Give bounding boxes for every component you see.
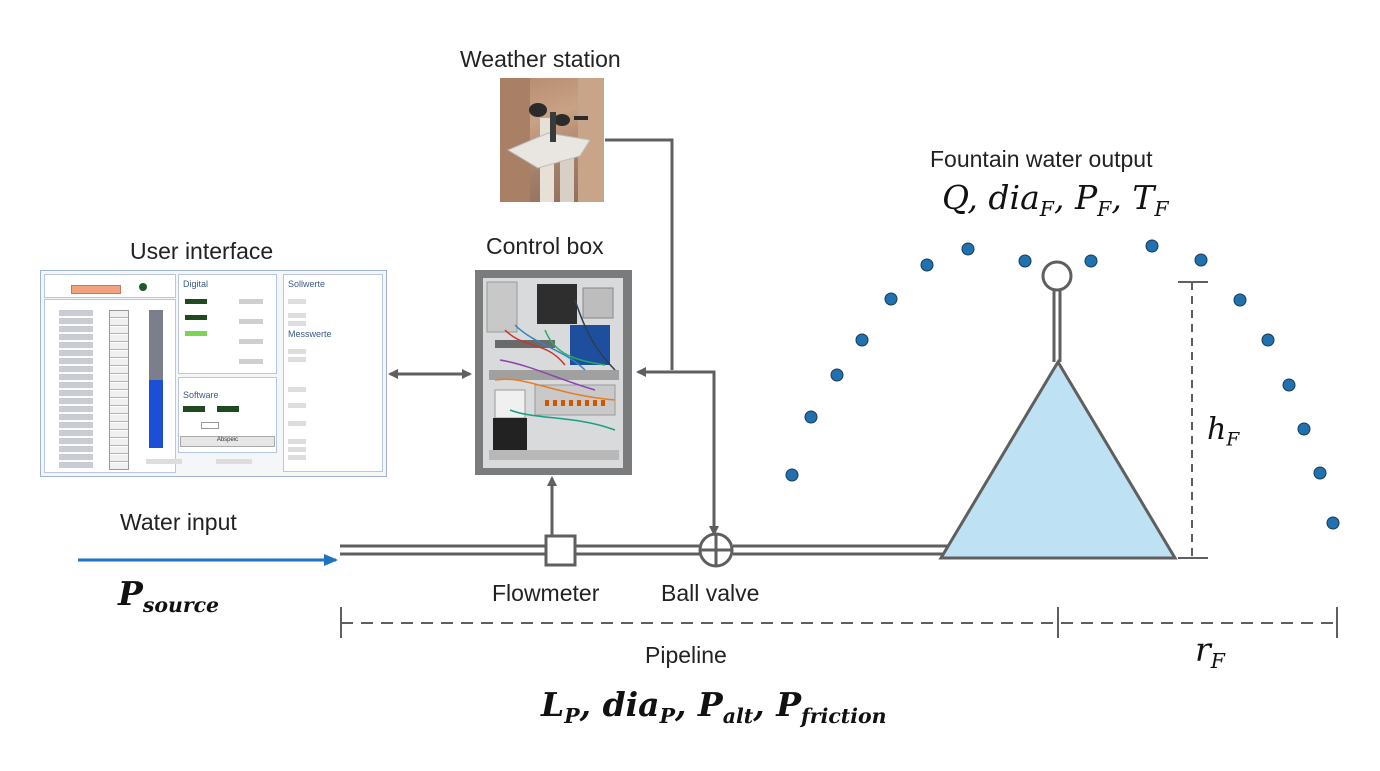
control-box-photo <box>475 270 632 475</box>
fountain-output-label: Fountain water output <box>930 146 1153 172</box>
pipeline <box>340 544 948 556</box>
water-input-label: Water input <box>120 509 237 535</box>
height-parameter: hF <box>1207 412 1240 451</box>
ui-save-button: Abspeic <box>180 436 275 447</box>
fountain-cone <box>938 359 1178 560</box>
flowmeter-symbol <box>544 534 577 567</box>
pipeline-label: Pipeline <box>645 642 727 668</box>
weather-signal-line <box>605 138 674 370</box>
control-box-label: Control box <box>486 233 604 259</box>
ui-digital-panel: Digital <box>178 274 277 374</box>
pipeline-parameters: LP, diaP, Palt, Pfriction <box>541 685 887 729</box>
user-interface-label: User interface <box>130 238 274 264</box>
weather-station-label: Weather station <box>460 46 621 72</box>
ui-messwerte-heading: Messwerte <box>288 329 332 339</box>
ui-top-panel <box>44 274 176 298</box>
control-line-to-valve <box>636 367 719 536</box>
ui-values-panel: Sollwerte Messwerte <box>283 274 383 472</box>
weather-station-photo <box>500 78 604 202</box>
water-droplets <box>785 239 1340 530</box>
fountain-parameters: Q, diaF, PF, TF <box>942 178 1169 222</box>
pipeline-dimension <box>340 607 1338 638</box>
ui-software-heading: Software <box>183 390 219 400</box>
flowmeter-label: Flowmeter <box>492 580 600 606</box>
ui-parameter-panel <box>44 299 176 473</box>
fountain-nozzle-head <box>1041 260 1073 292</box>
source-pressure: Psource <box>118 574 220 618</box>
ui-sollwerte-heading: Sollwerte <box>288 279 326 289</box>
ball-valve-label: Ball valve <box>661 580 760 606</box>
ui-digital-heading: Digital <box>183 279 209 289</box>
ball-valve-symbol <box>698 532 734 568</box>
radius-parameter: rF <box>1195 630 1225 674</box>
user-interface-screenshot: Digital Software Abspeic Sollwerte Messw… <box>40 270 387 477</box>
